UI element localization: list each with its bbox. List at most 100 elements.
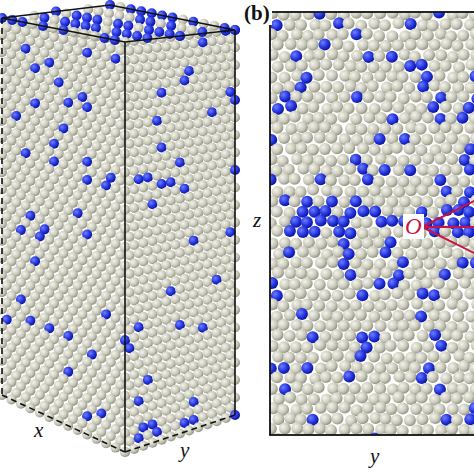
atom <box>148 89 158 99</box>
atom <box>470 257 474 269</box>
atom <box>138 109 148 119</box>
atom <box>157 51 167 61</box>
atom <box>381 205 393 217</box>
atom <box>428 289 440 301</box>
atom <box>0 64 7 74</box>
atom <box>319 121 331 133</box>
atom <box>143 99 153 109</box>
atom <box>297 162 309 174</box>
atom <box>453 350 465 362</box>
atom <box>303 12 315 20</box>
axis-label: x <box>32 418 45 442</box>
atom <box>0 116 7 126</box>
atom <box>469 402 474 414</box>
atom <box>463 391 474 403</box>
atom <box>343 142 355 154</box>
atom <box>440 142 452 154</box>
axis-label: y <box>178 438 191 462</box>
atom <box>0 150 7 160</box>
atom <box>134 45 144 55</box>
atom <box>441 246 453 258</box>
atom <box>374 70 386 82</box>
atom <box>302 90 314 102</box>
atom <box>380 40 392 52</box>
atom <box>398 48 410 60</box>
atom <box>447 403 459 415</box>
atom <box>295 267 307 279</box>
atom <box>326 360 338 372</box>
atom <box>375 216 387 228</box>
atom <box>129 55 139 65</box>
atom <box>291 381 303 393</box>
atom <box>447 175 459 187</box>
atom <box>314 12 326 20</box>
atom <box>429 412 441 424</box>
atom <box>315 257 327 269</box>
atom <box>297 246 309 258</box>
atom <box>129 166 139 176</box>
atom <box>138 441 148 451</box>
atom <box>283 290 295 302</box>
atom <box>270 383 278 395</box>
atom <box>285 38 297 50</box>
atom <box>308 81 320 93</box>
atom <box>0 356 7 366</box>
atom <box>333 226 345 238</box>
atom <box>327 278 339 290</box>
atom <box>441 38 453 50</box>
atom <box>272 61 284 73</box>
atom <box>0 339 7 349</box>
atom <box>270 423 277 435</box>
atom <box>134 119 144 129</box>
atom <box>337 383 349 395</box>
atom <box>0 202 7 212</box>
atom <box>429 329 441 341</box>
atom <box>457 12 469 19</box>
atom <box>166 50 176 60</box>
atom <box>270 153 278 165</box>
axis-label: z <box>251 208 263 232</box>
atom <box>385 340 397 352</box>
atom <box>458 49 470 61</box>
atom <box>184 48 194 58</box>
atom <box>434 361 446 373</box>
atom <box>175 67 185 77</box>
atom <box>379 123 391 135</box>
atom <box>270 92 278 104</box>
atom <box>374 90 386 102</box>
atom <box>416 392 428 404</box>
atom <box>0 167 7 177</box>
atom <box>175 49 185 59</box>
atom <box>380 246 392 258</box>
atom <box>386 175 398 187</box>
atom <box>270 277 278 289</box>
atom <box>433 12 445 19</box>
atom <box>152 98 162 108</box>
atom <box>435 49 447 61</box>
atom <box>435 340 447 352</box>
atom <box>423 258 435 270</box>
atom <box>440 60 452 72</box>
atom <box>333 59 345 71</box>
atom <box>296 59 308 71</box>
atom <box>143 62 153 72</box>
atom <box>134 63 144 73</box>
atom <box>0 304 7 314</box>
atom <box>0 99 7 109</box>
atom <box>349 174 361 186</box>
atom <box>471 339 474 351</box>
atom <box>379 372 391 384</box>
atom <box>361 28 373 40</box>
atom <box>379 288 391 300</box>
atom <box>289 195 301 207</box>
atom <box>344 287 356 299</box>
atom <box>428 309 440 321</box>
atom <box>302 383 314 395</box>
atom <box>457 91 469 103</box>
atom <box>157 88 167 98</box>
atom <box>397 298 409 310</box>
atom <box>404 60 416 72</box>
atom <box>331 101 343 113</box>
atom <box>393 164 405 176</box>
atom <box>356 391 368 403</box>
